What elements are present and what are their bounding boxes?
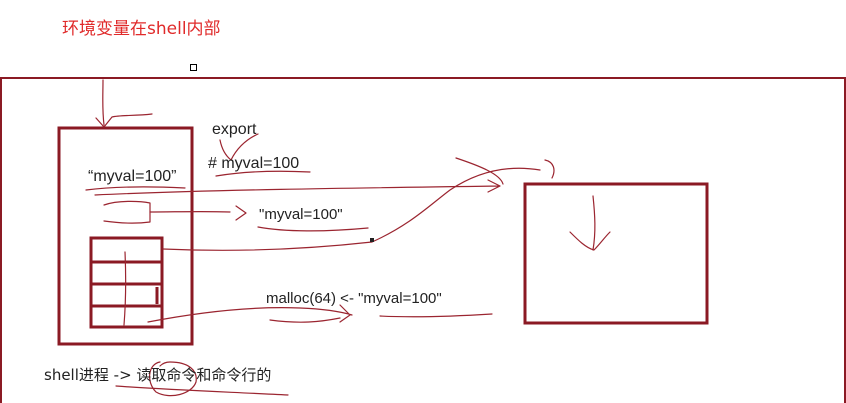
scribble-under-command [215, 170, 311, 177]
scribble-curve-to-child [371, 157, 555, 243]
scribble-circle [149, 361, 197, 397]
scribble-bottom-underline [115, 385, 289, 396]
child-process-box [523, 182, 709, 325]
resize-handle[interactable] [190, 64, 197, 71]
scribble-export-check [219, 133, 259, 161]
memory-cell-4 [89, 304, 164, 329]
scribble-env-underline [85, 186, 186, 191]
scribble-malloc-curve [147, 304, 353, 323]
memory-cell-3 [89, 282, 164, 308]
malloc-label: malloc(64) <- "myval=100" [266, 290, 442, 307]
export-label: export [212, 121, 257, 138]
ink-dot [370, 238, 374, 242]
scribble-child-arrow [569, 195, 611, 251]
memory-cell-2 [89, 260, 164, 286]
env-string-label: “myval=100” [88, 168, 177, 185]
scribble-malloc-underline [269, 313, 493, 323]
scribble-entry-arrow [95, 79, 153, 128]
shell-process-label: shell进程 -> 读取命令和命令行的 [44, 366, 272, 384]
scribble-box-note [103, 200, 151, 224]
shell-process-box [57, 126, 194, 346]
memory-cell-1 [89, 236, 164, 264]
scribble-copy-underline [257, 226, 369, 232]
scribble-cell-line [123, 251, 127, 326]
command-label: # myval=100 [208, 155, 300, 172]
copied-string-label: "myval=100" [259, 206, 343, 223]
scribble-copy-arrow [149, 205, 247, 221]
scribble-env-arrow [94, 179, 501, 196]
slide-title: 环境变量在shell内部 [62, 19, 221, 39]
scribble-to-cells [162, 241, 373, 251]
